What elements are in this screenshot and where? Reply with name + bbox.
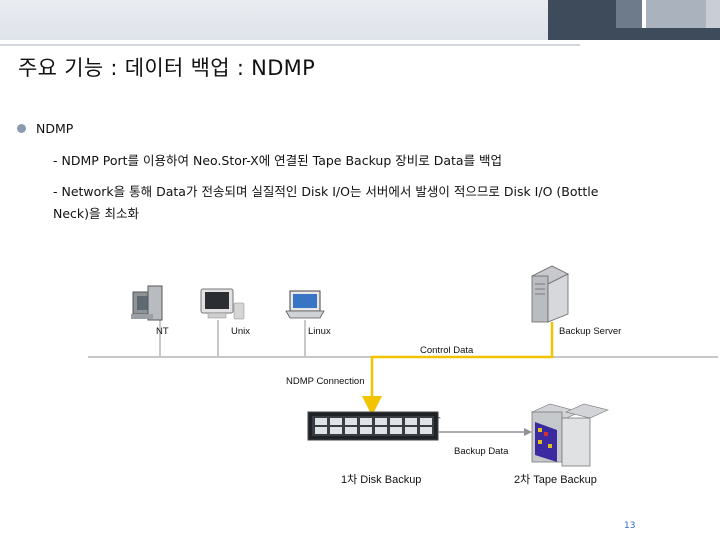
unix-label: Unix	[231, 326, 251, 337]
control-data-label: Control Data	[420, 345, 474, 356]
bullet-ndmp: NDMP	[36, 121, 74, 136]
title-rule	[0, 44, 580, 46]
disk-backup-label: 1차 Disk Backup	[341, 474, 422, 486]
tape-backup-label: 2차 Tape Backup	[514, 474, 597, 486]
sub-bullet-2b: Neck)을 최소화	[53, 206, 140, 221]
linux-laptop-icon	[285, 290, 325, 319]
bullet-icon	[17, 124, 26, 133]
page-number: 13	[624, 521, 636, 531]
ndmp-flow-line	[362, 322, 554, 416]
backup-server-icon	[531, 265, 569, 323]
nt-computer-icon	[131, 285, 163, 321]
backup-data-label: Backup Data	[454, 446, 509, 457]
nt-label: NT	[156, 326, 169, 337]
unix-computer-icon	[200, 288, 245, 320]
tape-library-icon	[531, 403, 609, 467]
ndmp-connection-label: NDMP Connection	[286, 376, 365, 387]
slide-title: 주요 기능 : 데이터 백업 : NDMP	[18, 56, 316, 80]
header-accent-blocks	[616, 0, 720, 28]
disk-storage-icon	[306, 411, 442, 441]
sub-bullet-1: - NDMP Port를 이용하여 Neo.Stor-X에 연결된 Tape B…	[53, 153, 503, 168]
sub-bullet-2a: - Network을 통해 Data가 전송되며 실질적인 Disk I/O는 …	[53, 184, 599, 199]
backup-server-label: Backup Server	[559, 326, 622, 337]
linux-label: Linux	[308, 326, 331, 337]
